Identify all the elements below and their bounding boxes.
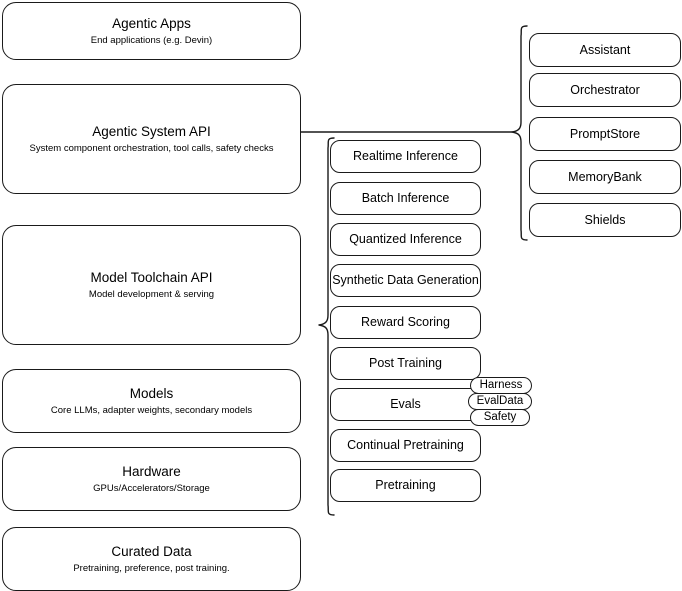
- system-label: Orchestrator: [570, 82, 640, 97]
- layer-box-agentic-apps[interactable]: Agentic Apps End applications (e.g. Devi…: [2, 2, 301, 60]
- eval-badge-safety[interactable]: Safety: [470, 409, 530, 426]
- layer-subtitle: Core LLMs, adapter weights, secondary mo…: [50, 405, 253, 416]
- toolchain-label: Post Training: [369, 356, 442, 370]
- layer-subtitle: GPUs/Accelerators/Storage: [93, 483, 210, 494]
- system-box-shields[interactable]: Shields: [529, 203, 681, 237]
- layer-subtitle: System component orchestration, tool cal…: [29, 143, 274, 154]
- toolchain-label: Synthetic Data Generation: [332, 273, 479, 287]
- layer-title: Model Toolchain API: [90, 270, 213, 285]
- toolchain-box-batch-inference[interactable]: Batch Inference: [330, 182, 481, 215]
- toolchain-label: Realtime Inference: [353, 149, 458, 163]
- layer-subtitle: Model development & serving: [88, 289, 215, 300]
- system-box-memorybank[interactable]: MemoryBank: [529, 160, 681, 194]
- system-box-orchestrator[interactable]: Orchestrator: [529, 73, 681, 107]
- layer-box-models[interactable]: Models Core LLMs, adapter weights, secon…: [2, 369, 301, 433]
- toolchain-box-post-training[interactable]: Post Training: [330, 347, 481, 380]
- layer-title: Models: [129, 386, 174, 401]
- toolchain-box-realtime-inference[interactable]: Realtime Inference: [330, 140, 481, 173]
- layer-box-hardware[interactable]: Hardware GPUs/Accelerators/Storage: [2, 447, 301, 511]
- layer-title: Agentic System API: [92, 124, 211, 139]
- system-components-brace: [511, 25, 528, 241]
- layer-box-agentic-system-api[interactable]: Agentic System API System component orch…: [2, 84, 301, 194]
- layer-title: Hardware: [122, 464, 181, 479]
- layer-title: Agentic Apps: [112, 16, 191, 31]
- system-label: Assistant: [579, 42, 631, 57]
- toolchain-label: Evals: [390, 397, 421, 411]
- eval-badge-evaldata[interactable]: EvalData: [468, 393, 532, 410]
- layer-subtitle: End applications (e.g. Devin): [90, 35, 213, 46]
- toolchain-box-continual-pretraining[interactable]: Continual Pretraining: [330, 429, 481, 462]
- layer-title: Curated Data: [111, 544, 192, 559]
- toolchain-box-quantized-inference[interactable]: Quantized Inference: [330, 223, 481, 256]
- system-box-promptstore[interactable]: PromptStore: [529, 117, 681, 151]
- layer-box-curated-data[interactable]: Curated Data Pretraining, preference, po…: [2, 527, 301, 591]
- toolchain-label: Continual Pretraining: [347, 438, 464, 452]
- toolchain-label: Batch Inference: [361, 191, 450, 205]
- toolchain-label: Quantized Inference: [349, 232, 462, 246]
- system-label: Shields: [584, 212, 626, 227]
- toolchain-label: Pretraining: [375, 478, 436, 492]
- layer-subtitle: Pretraining, preference, post training.: [73, 563, 230, 574]
- toolchain-box-evals[interactable]: Evals: [330, 388, 481, 421]
- toolchain-box-synthetic-data-generation[interactable]: Synthetic Data Generation: [330, 264, 481, 297]
- eval-badge-harness[interactable]: Harness: [470, 377, 532, 394]
- system-box-assistant[interactable]: Assistant: [529, 33, 681, 67]
- system-label: PromptStore: [569, 126, 641, 141]
- toolchain-box-reward-scoring[interactable]: Reward Scoring: [330, 306, 481, 339]
- system-label: MemoryBank: [568, 169, 642, 184]
- toolchain-box-pretraining[interactable]: Pretraining: [330, 469, 481, 502]
- toolchain-label: Reward Scoring: [361, 315, 450, 329]
- layer-box-model-toolchain-api[interactable]: Model Toolchain API Model development & …: [2, 225, 301, 345]
